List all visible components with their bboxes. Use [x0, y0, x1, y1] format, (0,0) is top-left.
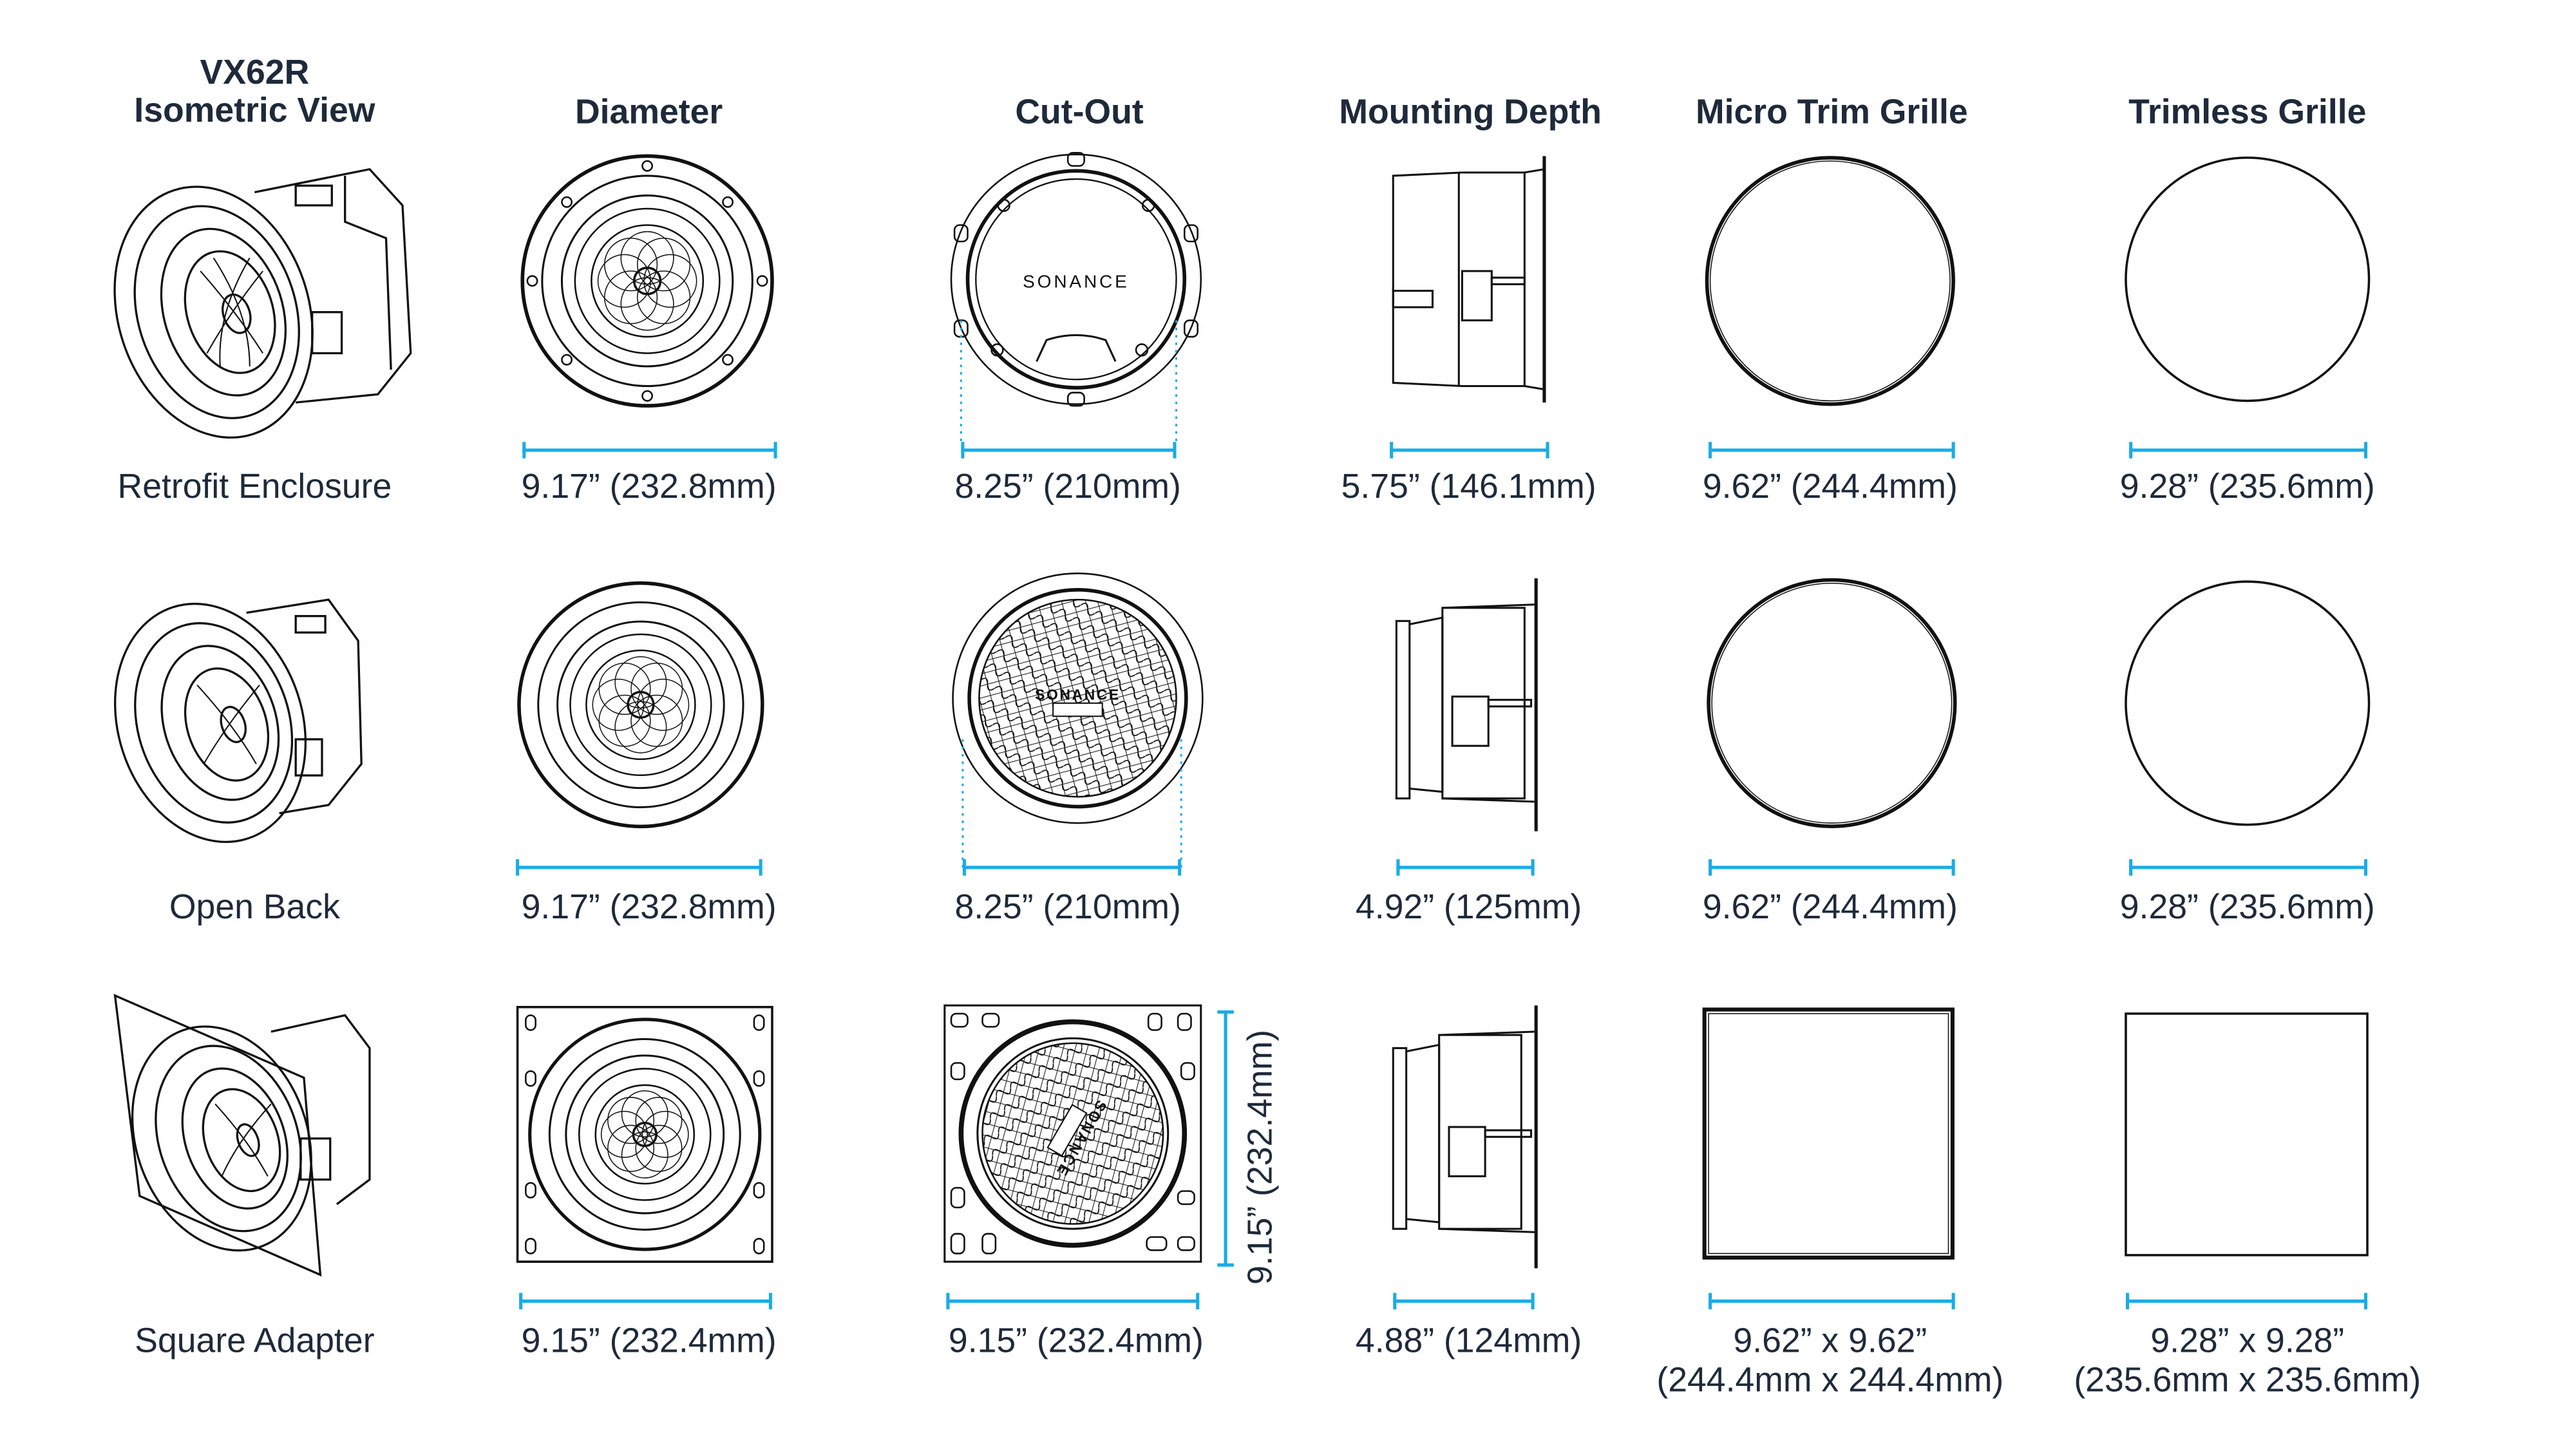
dimension-line — [2129, 859, 2367, 876]
header-micro-trim-grille: Micro Trim Grille — [1695, 93, 1968, 132]
mounting-depth-value: 4.92” (125mm) — [1355, 889, 1582, 927]
header-diameter: Diameter — [574, 93, 723, 132]
header-isometric-view: Isometric View — [134, 91, 375, 130]
dimension-line — [1709, 859, 1955, 876]
cutout-value: 9.15” (232.4mm) — [948, 1322, 1204, 1361]
trimless-value: 9.28” (235.6mm) — [2119, 889, 2375, 927]
cutout-square-adapter-drawing: SONANCE — [943, 1004, 1202, 1263]
cutout-value: 8.25” (210mm) — [954, 889, 1181, 927]
dimension-line — [2125, 1293, 2367, 1310]
trimless-value-line1: 9.28” x 9.28” — [2150, 1322, 2345, 1361]
header-mounting-depth: Mounting Depth — [1339, 93, 1602, 132]
dimension-line — [1390, 442, 1549, 459]
row-label-retrofit-enclosure: Retrofit Enclosure — [117, 468, 392, 506]
mounting-depth-value: 5.75” (146.1mm) — [1341, 468, 1596, 506]
micro-trim-value: 9.62” (244.4mm) — [1702, 468, 1958, 506]
micro-trim-grille-square-drawing — [1702, 1007, 1955, 1260]
header-trimless-grille: Trimless Grille — [2128, 93, 2367, 132]
dimension-line — [522, 442, 777, 459]
diameter-open-back-drawing — [517, 581, 764, 829]
trimless-grille-round-drawing — [2125, 580, 2371, 826]
dimension-line — [1393, 1293, 1535, 1310]
diameter-value: 9.17” (232.8mm) — [521, 889, 777, 927]
trimless-value: 9.28” (235.6mm) — [2119, 468, 2375, 506]
row-label-open-back: Open Back — [169, 889, 340, 927]
header-model: VX62R — [200, 54, 310, 92]
trimless-value-line2: (235.6mm x 235.6mm) — [2074, 1361, 2421, 1400]
dimension-line — [1396, 859, 1535, 876]
dimension-line — [962, 859, 1182, 876]
sonance-logo: SONANCE — [1035, 687, 1121, 703]
isometric-open-back-drawing — [114, 598, 363, 843]
isometric-square-adapter-drawing — [113, 994, 371, 1277]
mounting-depth-square-adapter-drawing — [1392, 1005, 1538, 1269]
dimension-line — [516, 859, 762, 876]
vertical-dimension-line — [1217, 1010, 1234, 1267]
cutout-value: 8.25” (210mm) — [954, 468, 1181, 506]
trimless-grille-square-drawing — [2125, 1012, 2369, 1256]
mounting-depth-retrofit-drawing — [1392, 156, 1546, 402]
micro-trim-value: 9.62” (244.4mm) — [1702, 889, 1958, 927]
cutout-retrofit-drawing: SONANCE — [950, 151, 1202, 444]
dimension-line — [1709, 1293, 1955, 1310]
dimension-line — [961, 442, 1177, 459]
dimension-line — [1709, 442, 1955, 459]
dimension-line — [519, 1293, 772, 1310]
cutout-vertical-value: 9.15” (232.4mm) — [1242, 1029, 1280, 1285]
micro-trim-value-line1: 9.62” x 9.62” — [1733, 1322, 1927, 1361]
mounting-depth-value: 4.88” (124mm) — [1355, 1322, 1582, 1361]
header-cut-out: Cut-Out — [1015, 93, 1144, 132]
micro-trim-value-line2: (244.4mm x 244.4mm) — [1656, 1361, 2004, 1400]
mounting-depth-open-back-drawing — [1395, 578, 1538, 831]
dimension-line — [946, 1293, 1200, 1310]
sonance-logo: SONANCE — [1023, 271, 1129, 291]
cutout-open-back-drawing: SONANCE — [952, 573, 1204, 867]
micro-trim-grille-round-drawing — [1707, 578, 1957, 828]
diameter-retrofit-drawing — [520, 154, 774, 408]
row-label-square-adapter: Square Adapter — [135, 1322, 375, 1361]
diameter-value: 9.17” (232.8mm) — [521, 468, 777, 506]
dimension-line — [2129, 442, 2367, 459]
diameter-value: 9.15” (232.4mm) — [521, 1322, 777, 1361]
trimless-grille-round-drawing — [2125, 156, 2371, 402]
diameter-square-adapter-drawing — [516, 1005, 773, 1263]
micro-trim-grille-round-drawing — [1705, 156, 1955, 406]
isometric-retrofit-enclosure-drawing — [113, 167, 412, 439]
